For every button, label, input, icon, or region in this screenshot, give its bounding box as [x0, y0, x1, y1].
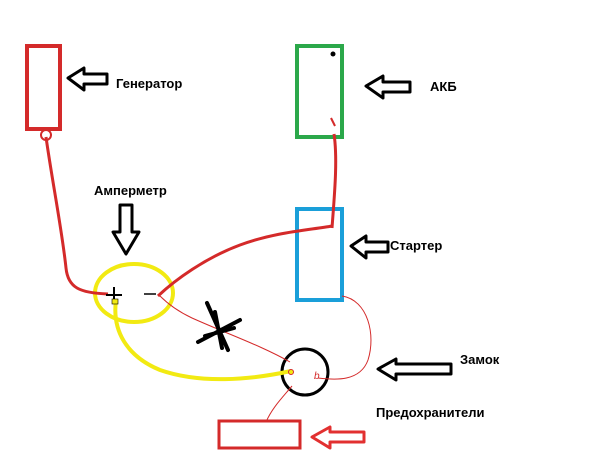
battery-terminal-top — [330, 51, 336, 57]
ammeter-label: Амперметр — [94, 183, 167, 198]
generator-arrow-icon — [66, 66, 109, 92]
starter-label: Стартер — [390, 238, 443, 253]
wire-lock-to-ammeter-thin — [159, 295, 291, 363]
starter-box — [295, 207, 344, 302]
lock-terminal-mark: b — [314, 371, 320, 382]
wire-ammeter-to-starter — [156, 224, 333, 298]
wire-starter-to-lock — [317, 295, 372, 380]
wire-generator-to-ammeter — [44, 136, 109, 296]
fuse-box — [217, 419, 302, 450]
ammeter-terminal-mark — [111, 298, 119, 305]
ignition-lock-label: Замок — [460, 352, 500, 367]
starter-arrow-icon — [349, 234, 390, 260]
fuses-label: Предохранители — [376, 405, 485, 420]
battery-box — [295, 44, 344, 139]
ground-scribble-icon — [196, 301, 242, 352]
lock-arrow-icon — [376, 357, 453, 382]
generator-label: Генератор — [116, 76, 183, 91]
ammeter-arrow-icon — [111, 203, 141, 256]
fuse-arrow-icon — [310, 425, 366, 450]
generator-box — [25, 44, 62, 131]
battery-arrow-icon — [364, 74, 412, 100]
wire-ammeter-to-lock-yellow — [113, 299, 292, 382]
wire-lock-to-fuses — [265, 385, 293, 423]
wire-battery-to-starter — [330, 133, 338, 229]
battery-label: АКБ — [430, 79, 457, 94]
lock-terminal — [288, 369, 294, 375]
battery-terminal-wire-mark — [330, 117, 336, 127]
